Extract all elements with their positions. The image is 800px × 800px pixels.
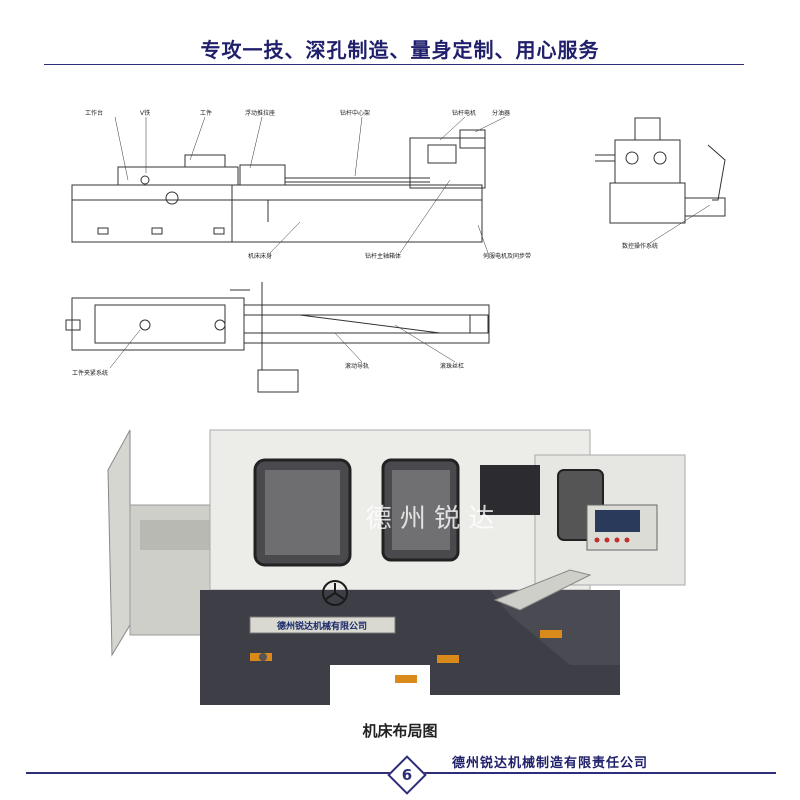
footer-company: 德州锐达机械制造有限责任公司 [452,756,649,771]
label-drill-spindle-box: 钻杆主轴箱体 [365,252,401,260]
bed-outline [71,199,483,243]
machine-layout-drawing: 工作台 V铁 工件 浮动推拉座 钻杆中心架 钻杆电机 分油器 机床床身 钻杆主轴… [65,109,726,393]
page-header-title: 专攻一技、深孔制造、量身定制、用心服务 [200,38,600,62]
label-servo-motor: 伺服电机及同步带 [483,252,531,260]
label-cnc-system: 数控操作系统 [622,242,658,250]
label-workpiece: 工件 [200,109,212,117]
machine-photo: 德州锐达机械有限公司 德 州 锐 达 [107,429,686,705]
nameplate-text: 德州锐达机械有限公司 [277,620,367,632]
label-ball-screw: 滚珠丝杠 [440,362,464,370]
label-drill-motor: 钻杆电机 [452,109,476,117]
label-oil-distributor: 分油器 [492,109,510,117]
photo-watermark: 德 州 锐 达 [366,504,495,534]
label-rolling-guide: 滚动导轨 [345,362,369,370]
page-number: 6 [401,766,413,784]
label-v-iron: V铁 [140,109,150,117]
label-workbench: 工作台 [85,109,103,117]
label-lifting-bracket: 浮动推拉座 [245,109,275,117]
header-rule [44,64,744,65]
label-drill-center-frame: 钻杆中心架 [340,109,370,117]
label-bed: 机床床身 [248,252,272,260]
figure-caption: 机床布局图 [362,722,438,740]
label-clamping-system: 工件夹紧系统 [72,369,108,377]
